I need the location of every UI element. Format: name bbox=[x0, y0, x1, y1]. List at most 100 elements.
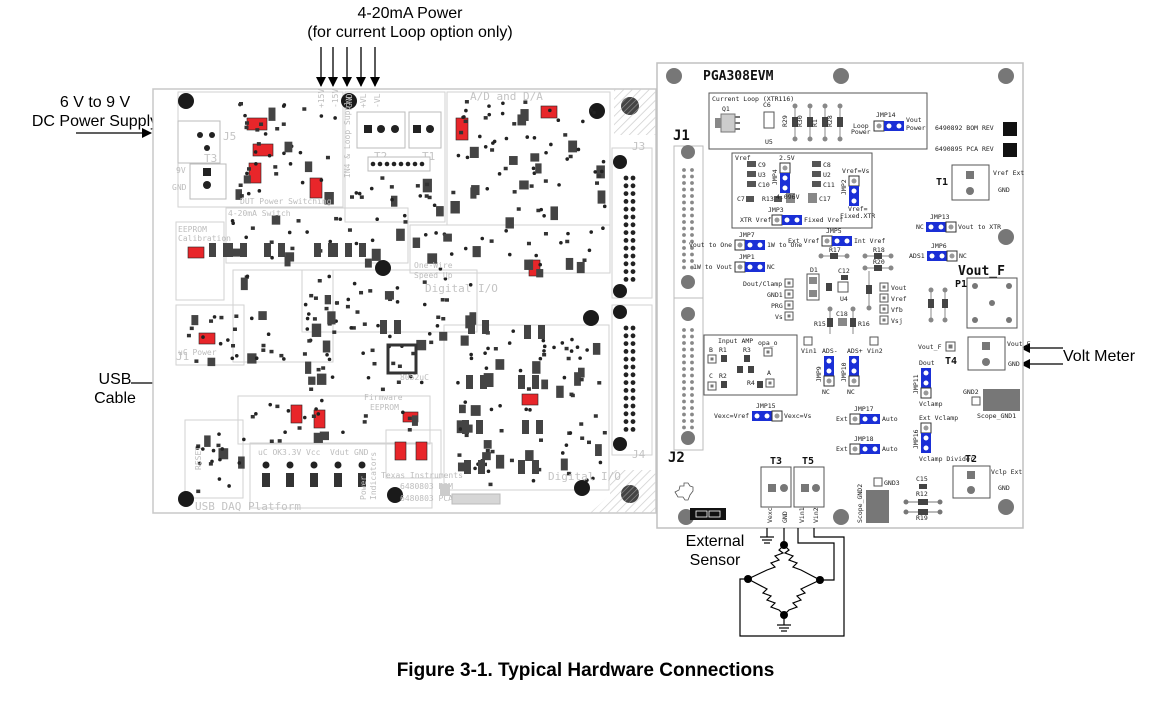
evm-t3-label: T3 bbox=[770, 456, 782, 467]
jumper-right-label: 1W to One bbox=[767, 241, 802, 249]
jumper-bottom-label: NC bbox=[847, 388, 855, 396]
jumper-bottom-label: NC bbox=[822, 388, 830, 396]
j3-header-pins bbox=[623, 175, 636, 432]
jumper-bottom-label: Vclamp Divider bbox=[919, 455, 974, 463]
svg-text:Vin1: Vin1 bbox=[798, 507, 806, 523]
pga308evm-board: J1 J2 PGA308EVM 6490892 BOM REV 6490895 … bbox=[656, 62, 1031, 529]
p1-label: P1 bbox=[955, 279, 967, 290]
input-amp-title: Input AMP bbox=[718, 337, 753, 345]
reset-label: RESET bbox=[194, 446, 203, 470]
svg-text:Vref Ext: Vref Ext bbox=[993, 169, 1024, 177]
dut-power-label: DUT Power Switching bbox=[240, 197, 332, 206]
digital-io-label-2: Digital I/O bbox=[548, 470, 621, 483]
figure-caption: Figure 3-1. Typical Hardware Connections bbox=[396, 660, 775, 681]
loop-pin-label: GND bbox=[345, 93, 354, 108]
indicator-label: uC OK bbox=[258, 448, 282, 457]
svg-text:GND3: GND3 bbox=[884, 479, 900, 487]
test-point-label: Vs bbox=[775, 313, 783, 321]
cable-label: Cable bbox=[94, 390, 136, 407]
jumper-label: JMP18 bbox=[854, 435, 874, 443]
j5-label: J5 bbox=[223, 130, 236, 143]
svg-text:C12: C12 bbox=[838, 267, 850, 275]
svg-text:U4: U4 bbox=[840, 295, 848, 303]
jumper-label: JMP10 bbox=[840, 362, 848, 382]
indicator-label: Vdut bbox=[330, 448, 349, 457]
resistor-label: R29 bbox=[781, 115, 789, 127]
svg-text:GND: GND bbox=[998, 186, 1010, 194]
jumper-bottom-label: Vclamp bbox=[919, 400, 943, 408]
t2-label: T2 bbox=[965, 454, 977, 465]
jumper-top-label: ADS+ bbox=[847, 347, 863, 355]
jumper-label: JMP5 bbox=[826, 227, 842, 235]
t1-label: T1 bbox=[936, 177, 948, 188]
test-point-label: Dout/Clamp bbox=[743, 280, 782, 288]
indicator-label: Vcc bbox=[306, 448, 321, 457]
vref-part-label: C8 bbox=[823, 161, 831, 169]
dc-power-voltage-label: 6 V to 9 V bbox=[59, 94, 131, 111]
resistor-label: R1 bbox=[811, 119, 819, 127]
test-point-label: GND1 bbox=[767, 291, 783, 299]
current-loop-title: Current Loop (XTR116) bbox=[712, 95, 794, 103]
svg-text:Power: Power bbox=[851, 128, 871, 136]
vref-part-label: C9 bbox=[758, 161, 766, 169]
t4-label: T4 bbox=[945, 356, 957, 367]
vref-part-label: U2 bbox=[823, 171, 831, 179]
loop-power-callout: 4-20mA Power (for current Loop option on… bbox=[250, 4, 570, 42]
switch-4-20-label: 4-20mA Switch bbox=[228, 209, 291, 218]
dc-power-supply-label: DC Power Supply bbox=[31, 113, 159, 130]
daq-j1-label: J1 bbox=[176, 350, 189, 363]
t4-vout-f-pin: Vout_F bbox=[1007, 340, 1031, 348]
svg-text:R19: R19 bbox=[916, 514, 928, 522]
svg-text:One-Wire: One-Wire bbox=[414, 261, 453, 270]
svg-text:C7: C7 bbox=[737, 195, 745, 203]
svg-text:Vin2: Vin2 bbox=[867, 347, 883, 355]
svg-text:Calibration: Calibration bbox=[178, 234, 231, 243]
jumper-label: JMP11 bbox=[912, 374, 920, 394]
input-amp-label: R1 bbox=[719, 346, 727, 354]
pca-rev-label: 6490895 PCA REV bbox=[935, 145, 994, 153]
svg-text:Power: Power bbox=[906, 124, 926, 132]
ad-da-label: A/D and D/A bbox=[470, 90, 543, 103]
test-point-label: Vref bbox=[891, 295, 907, 303]
jumper-right-label: Auto bbox=[882, 445, 898, 453]
jumper-left-label: Ext bbox=[836, 445, 848, 453]
vref-part-label: C11 bbox=[823, 181, 835, 189]
svg-text:R13: R13 bbox=[762, 195, 774, 203]
svg-text:R15: R15 bbox=[814, 320, 826, 328]
jumper-label: JMP16 bbox=[912, 429, 920, 449]
jumper-label: JMP9 bbox=[815, 366, 823, 382]
svg-text:Firmware: Firmware bbox=[364, 393, 403, 402]
evm-title: PGA308EVM bbox=[703, 69, 774, 84]
jumper-top-label: ADS- bbox=[822, 347, 838, 355]
svg-text:Fixed.XTR: Fixed.XTR bbox=[840, 212, 875, 220]
ti-label: Texas Instruments bbox=[381, 471, 463, 480]
jmp4-top-label: 2.5V bbox=[779, 154, 795, 162]
svg-text:Vout_F: Vout_F bbox=[918, 343, 942, 351]
usb-label: USB bbox=[98, 371, 132, 388]
mcu-label: 8052uC bbox=[400, 373, 429, 382]
svg-text:C15: C15 bbox=[916, 475, 928, 483]
jumper-left-label: Ext Vref bbox=[788, 237, 819, 245]
bridge-nodes bbox=[744, 541, 824, 619]
svg-text:Vref=: Vref= bbox=[848, 205, 868, 213]
svg-text:JMP2: JMP2 bbox=[840, 179, 848, 195]
jmp4-bottom-label: 4.096V bbox=[776, 193, 800, 201]
loop-pin-label: +VL bbox=[359, 93, 368, 108]
jumper-left-label: 1W to Vout bbox=[693, 263, 732, 271]
external-label: External bbox=[685, 533, 745, 550]
jumper-label: JMP1 bbox=[739, 253, 755, 261]
dc-power-callout: 6 V to 9 V DC Power Supply bbox=[20, 93, 170, 131]
vref-title: Vref bbox=[735, 154, 751, 162]
usb-daq-platform-board: J5 T3 9V GND T2 T1 bbox=[152, 88, 657, 514]
t3-9v-label: 9V bbox=[176, 166, 186, 175]
volt-meter-label: Volt Meter bbox=[1063, 348, 1136, 365]
uc-power-label: uC Power bbox=[178, 348, 217, 357]
ti-logo-icon bbox=[674, 482, 694, 501]
test-point-label: PRG bbox=[771, 302, 783, 310]
